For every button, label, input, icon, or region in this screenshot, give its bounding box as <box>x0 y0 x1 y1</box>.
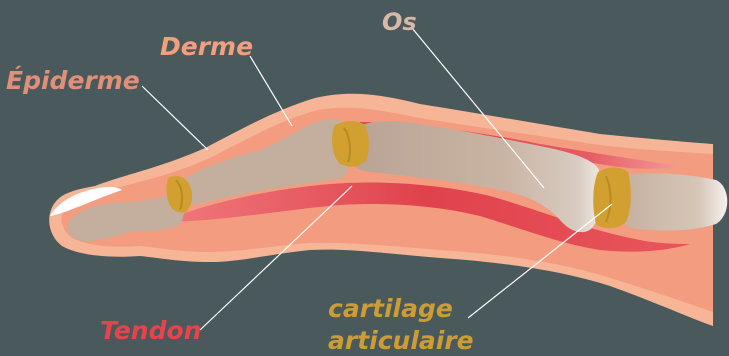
label-tendon: Tendon <box>100 318 201 343</box>
label-cartilage-line2: articulaire <box>328 328 474 353</box>
metacarpal-bone <box>614 173 728 230</box>
cartilage-proximal-joint <box>593 168 631 229</box>
label-os: Os <box>382 10 417 34</box>
label-epiderme: Épiderme <box>6 68 140 93</box>
label-cartilage-line1: cartilage <box>328 296 453 321</box>
label-derme: Derme <box>160 34 253 59</box>
cartilage-middle-joint <box>332 121 369 166</box>
leader-line-epiderme <box>142 86 208 150</box>
